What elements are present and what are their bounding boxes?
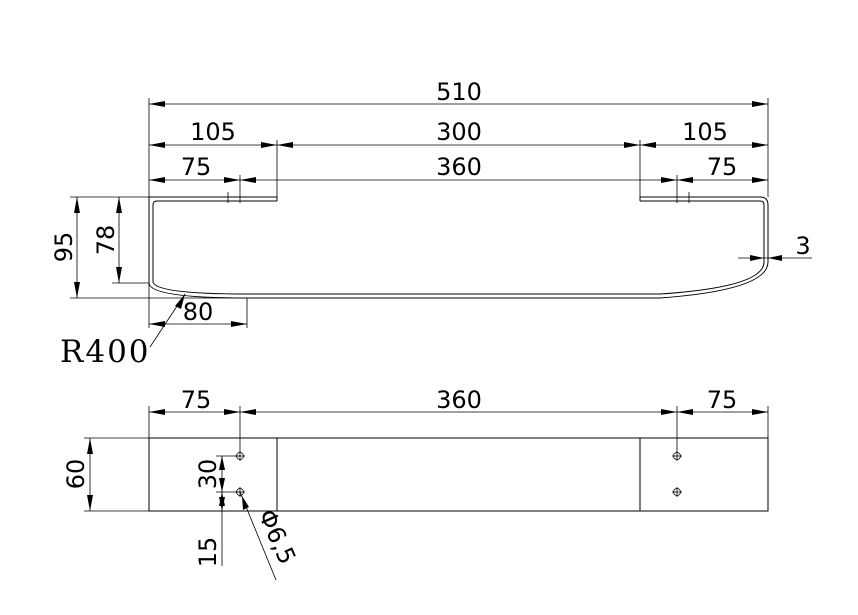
dim-hole-left: 75 [181, 153, 212, 181]
profile-outer [148, 196, 769, 299]
arrow [240, 177, 256, 183]
arrow [661, 177, 677, 183]
arrow [87, 438, 93, 454]
arrow [149, 409, 165, 415]
dim-curve-start: 80 [183, 298, 214, 326]
dim-front-hole-left: 75 [181, 386, 212, 414]
front-view: 75 360 75 60 30 15 Φ6,5 [62, 386, 769, 581]
arrow [624, 142, 640, 148]
arrow [261, 142, 277, 148]
arrow [149, 101, 165, 107]
dim-hole-diameter: Φ6,5 [253, 505, 302, 569]
arrow [149, 142, 165, 148]
top-view: 510 105 300 105 75 360 75 95 [50, 78, 812, 370]
arrow [149, 177, 165, 183]
arrow [752, 101, 768, 107]
arrow [175, 294, 185, 309]
arrow [752, 142, 768, 148]
arrow [116, 197, 122, 213]
arrow [87, 495, 93, 511]
arrow [219, 478, 225, 492]
dim-hole-center: 360 [436, 153, 482, 181]
arrow [224, 409, 240, 415]
arrow [149, 321, 165, 327]
arrow [661, 409, 677, 415]
hole-right-bottom [672, 487, 682, 497]
arrow [677, 409, 693, 415]
arrow [677, 177, 693, 183]
front-outline [148, 437, 769, 512]
arrow [74, 197, 80, 213]
arrow [219, 456, 225, 470]
dim-thickness: 3 [795, 232, 810, 260]
arrow [768, 255, 782, 261]
arrow [750, 255, 764, 261]
arrow [752, 409, 768, 415]
dim-height-outer: 95 [50, 232, 78, 263]
dim-front-height: 60 [62, 459, 90, 490]
dim-hole-spacing: 30 [194, 459, 222, 490]
dim-front-hole-center: 360 [436, 386, 482, 414]
dim-side-right: 105 [682, 118, 728, 146]
arrow [640, 142, 656, 148]
arrow [277, 142, 293, 148]
dim-overall-width: 510 [436, 78, 482, 106]
dim-middle-gap: 300 [436, 118, 482, 146]
hole-right-top [672, 451, 682, 461]
arrow [240, 409, 256, 415]
arrow [116, 267, 122, 283]
arrow [224, 177, 240, 183]
dim-height-inner: 78 [92, 225, 120, 256]
dim-hole-right: 75 [707, 153, 738, 181]
dim-front-hole-right: 75 [707, 386, 738, 414]
profile-inner [152, 200, 765, 295]
arrow [74, 282, 80, 298]
arrow [219, 497, 225, 511]
dim-side-left: 105 [190, 118, 236, 146]
arrow [242, 496, 249, 510]
arrow [231, 321, 247, 327]
radius-label: R400 [60, 334, 151, 370]
arrow [752, 177, 768, 183]
dim-hole-offset: 15 [194, 537, 222, 568]
